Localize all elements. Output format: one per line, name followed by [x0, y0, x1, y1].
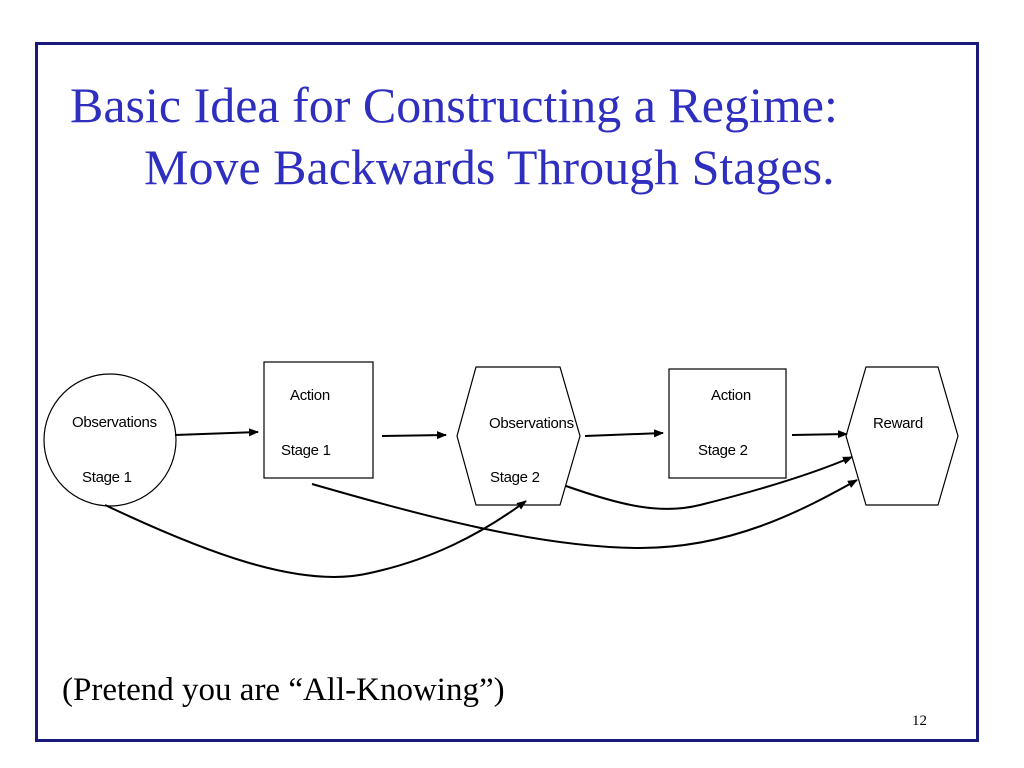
arrow-action-1-to-reward	[311, 479, 858, 550]
arrow-observations-2-to-reward	[565, 456, 853, 510]
page-number: 12	[912, 713, 927, 729]
node-observations-stage-2: Observations Stage 2	[456, 366, 581, 506]
node-observations-stage-1-circle	[43, 373, 177, 507]
node-observations-stage-1-line-1: Observations	[72, 414, 157, 431]
footer-note: (Pretend you are “All-Knowing”)	[62, 672, 505, 708]
slide-title-line-2: Move Backwards Through Stages.	[144, 139, 835, 195]
arrow-action-2-to-reward	[791, 430, 848, 439]
node-action-stage-1-line-1: Action	[290, 387, 330, 404]
node-observations-stage-2-line-1: Observations	[489, 415, 574, 432]
node-action-stage-1-box	[263, 361, 374, 479]
node-observations-stage-2-line-2: Stage 2	[490, 469, 540, 486]
arrow-observations-2-to-action-2	[584, 429, 664, 438]
node-action-stage-2: Action Stage 2	[668, 368, 787, 479]
node-observations-stage-1: Observations Stage 1	[43, 373, 177, 507]
node-reward-hexagon	[845, 366, 959, 506]
node-observations-stage-1-line-2: Stage 1	[82, 469, 132, 486]
arrow-observations-1-to-action-1	[174, 428, 259, 437]
arrow-action-1-to-observations-2	[381, 431, 447, 440]
node-action-stage-2-box	[668, 368, 787, 479]
node-action-stage-1: Action Stage 1	[263, 361, 374, 479]
node-observations-stage-2-hexagon	[456, 366, 581, 506]
node-reward-label: Reward	[873, 415, 923, 432]
slide-frame	[35, 42, 979, 742]
arrow-observations-1-to-observations-2	[104, 500, 527, 578]
node-action-stage-2-line-2: Stage 2	[698, 442, 748, 459]
slide-title: Basic Idea for Constructing a Regime: Mo…	[70, 74, 970, 198]
node-action-stage-2-line-1: Action	[711, 387, 751, 404]
slide-title-line-1: Basic Idea for Constructing a Regime:	[70, 77, 838, 133]
node-action-stage-1-line-2: Stage 1	[281, 442, 331, 459]
node-reward: Reward	[845, 366, 959, 506]
